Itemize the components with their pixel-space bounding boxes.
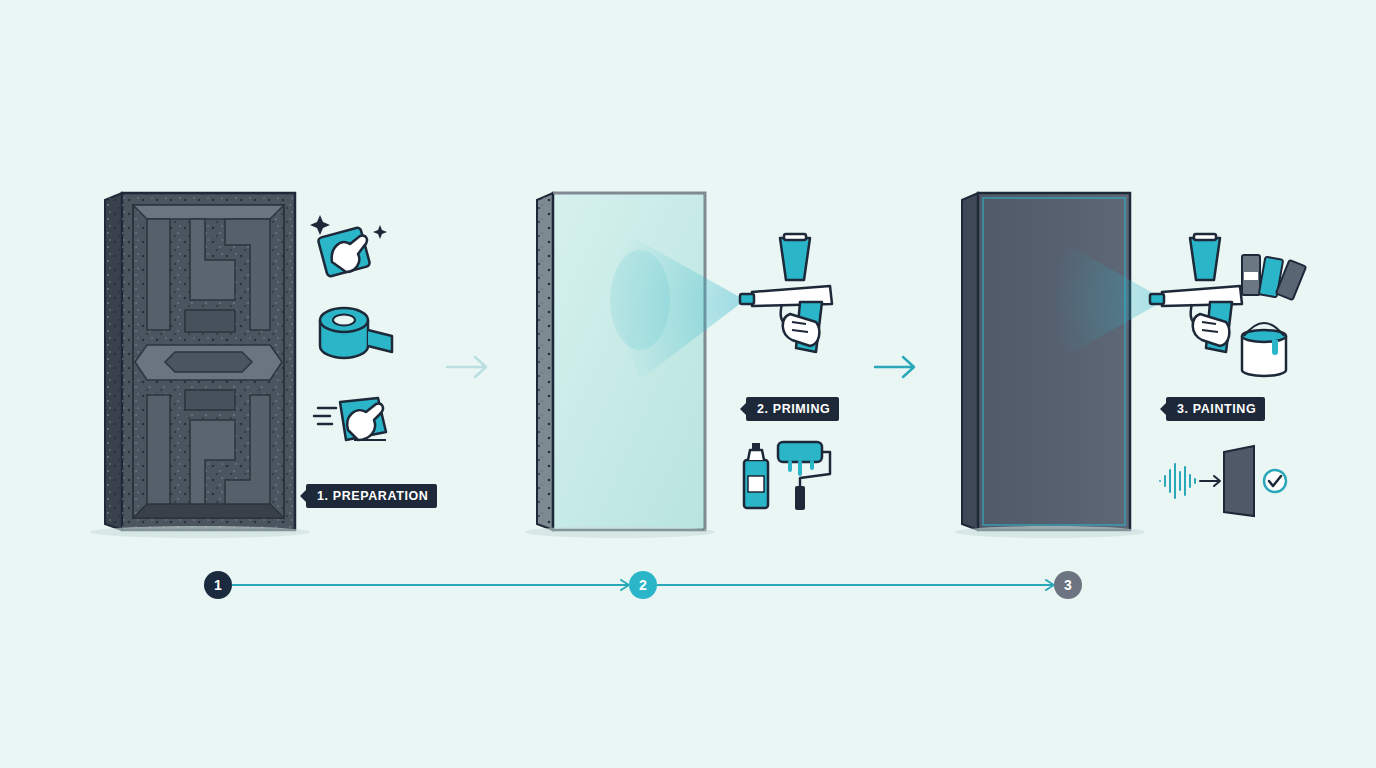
- wiping-hand-icon-part: [354, 439, 386, 441]
- step-label-text: 1. PREPARATION: [317, 489, 428, 503]
- masking-tape-icon-part: [333, 315, 355, 326]
- spray-can-icon-part: [752, 443, 760, 450]
- painted-panel-part: [955, 526, 1145, 538]
- step-number: 1: [204, 571, 232, 599]
- foam-panel-part: [147, 219, 170, 330]
- spray-can-icon-part: [748, 476, 764, 492]
- paint-roller-icon-part: [778, 442, 822, 462]
- color-swatch-icon-part: [1244, 272, 1258, 280]
- sound-check-icon-part: [1264, 470, 1286, 492]
- paint-roller-icon-part: [790, 462, 812, 474]
- foam-panel-part: [90, 526, 310, 538]
- primed-panel-part: [610, 250, 670, 350]
- timeline-arrow: [657, 584, 1054, 586]
- cleaning-icon-part: [373, 225, 387, 239]
- step-label: 2. PRIMING: [746, 397, 839, 421]
- sound-check-icon-part: [1269, 476, 1281, 486]
- foam-panel-part: [185, 310, 235, 332]
- paint-can-icon-part: [1272, 340, 1278, 355]
- painted-panel-part: [1050, 240, 1165, 360]
- painted-panel-part: [978, 193, 1130, 530]
- painted-panel-part: [983, 198, 1125, 525]
- color-swatch-icon-part: [1276, 260, 1306, 300]
- step-arrow: [447, 357, 486, 377]
- step-label-text: 3. PAINTING: [1177, 402, 1256, 416]
- step-arrow-part: [447, 357, 486, 377]
- foam-panel-part: [165, 352, 252, 372]
- cleaning-icon: [310, 215, 387, 277]
- foam-panel-part: [135, 345, 282, 380]
- color-swatch-icon: [1242, 255, 1306, 300]
- spray-gun-icon: [740, 234, 832, 352]
- spray-gun-icon-part: [1150, 234, 1242, 352]
- sound-check-icon-part: [1200, 476, 1220, 486]
- paint-can-icon: [1242, 323, 1286, 376]
- paint-roller-icon-part: [800, 452, 830, 486]
- step-number-text: 1: [214, 577, 222, 593]
- sound-check-icon: [1160, 446, 1286, 516]
- step-number: 3: [1054, 571, 1082, 599]
- step-arrow-part: [875, 357, 914, 377]
- masking-tape-icon: [320, 308, 392, 358]
- foam-panel-part: [105, 193, 122, 530]
- step-label: 1. PREPARATION: [306, 484, 437, 508]
- primed-panel-part: [610, 230, 745, 380]
- step-number: 2: [629, 571, 657, 599]
- step-arrow: [875, 357, 914, 377]
- foam-panel-part: [133, 205, 284, 518]
- cleaning-icon-part: [310, 215, 330, 235]
- foam-panel-part: [133, 504, 284, 518]
- foam-panel-part: [122, 193, 295, 530]
- sound-check-icon-part: [1224, 446, 1254, 516]
- wiping-hand-icon-part: [347, 404, 383, 440]
- paint-roller-icon: [778, 442, 830, 510]
- step-number-text: 2: [639, 577, 647, 593]
- painted-panel: [955, 193, 1165, 538]
- masking-tape-icon-part: [320, 308, 368, 332]
- step-label-text: 2. PRIMING: [757, 402, 830, 416]
- spray-can-icon: [744, 443, 768, 508]
- foam-panel-part: [122, 193, 295, 530]
- foam-panel-part: [225, 395, 270, 504]
- foam-panel-part: [105, 193, 122, 530]
- wiping-hand-icon-part: [314, 408, 336, 424]
- cleaning-icon-part: [318, 227, 371, 277]
- paint-can-icon-part: [1244, 323, 1284, 336]
- masking-tape-icon-part: [368, 330, 392, 352]
- step-number-text: 3: [1064, 577, 1072, 593]
- step-label: 3. PAINTING: [1166, 397, 1265, 421]
- paint-roller-icon-part: [795, 486, 805, 510]
- foam-panel-part: [185, 390, 235, 410]
- primed-panel-part: [537, 193, 553, 530]
- foam-panel: [90, 193, 310, 538]
- painted-panel-part: [962, 193, 978, 530]
- spray-gun-icon: [1150, 234, 1242, 352]
- primed-panel-part: [537, 193, 553, 530]
- wiping-hand-icon-part: [340, 398, 386, 440]
- cleaning-icon-part: [332, 236, 367, 272]
- color-swatch-icon-part: [1242, 255, 1260, 295]
- spray-gun-icon-part: [740, 234, 832, 352]
- wiping-hand-icon: [314, 398, 386, 440]
- primed-panel: [525, 193, 745, 538]
- timeline-arrow: [232, 584, 629, 586]
- spray-can-icon-part: [748, 450, 764, 460]
- foam-panel-part: [133, 205, 284, 219]
- foam-panel-part: [147, 395, 170, 504]
- primed-panel-part: [525, 526, 715, 538]
- spray-can-icon-part: [744, 460, 768, 508]
- sound-check-icon-part: [1160, 464, 1195, 498]
